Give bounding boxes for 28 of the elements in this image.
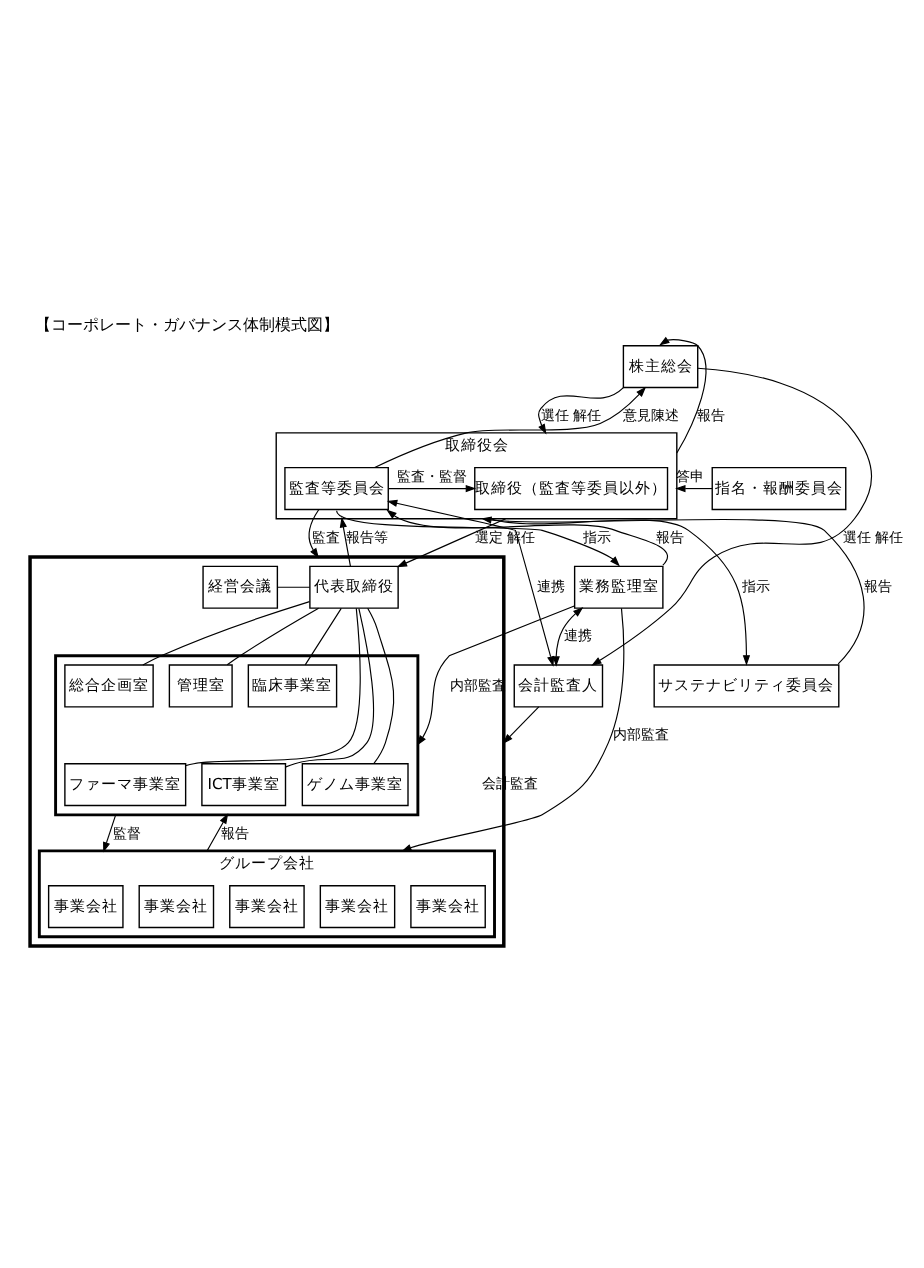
arrow [339, 517, 351, 567]
arrow [374, 386, 647, 469]
connector [367, 607, 395, 765]
arrow [103, 814, 117, 853]
cluster [54, 654, 420, 817]
arrow [591, 367, 873, 666]
arrow [388, 484, 477, 493]
arrow [416, 605, 575, 746]
arrow [386, 509, 669, 566]
arrow [490, 518, 751, 666]
arrow [401, 607, 625, 852]
arrow [659, 336, 707, 454]
connector [285, 608, 375, 768]
connector [226, 607, 320, 666]
arrow [386, 499, 555, 667]
arrow [502, 706, 540, 744]
connector [142, 601, 311, 666]
arrow [336, 510, 620, 567]
arrow [308, 509, 320, 559]
connector [304, 607, 342, 666]
arrow [481, 516, 865, 665]
arrow [396, 518, 507, 568]
arrow [206, 813, 229, 852]
diagram-title: 【コーポレート・ガバナンス体制模式図】 [35, 314, 340, 335]
connector [185, 607, 361, 767]
connector [277, 586, 311, 588]
arrow [675, 484, 713, 493]
arrow [552, 607, 584, 667]
